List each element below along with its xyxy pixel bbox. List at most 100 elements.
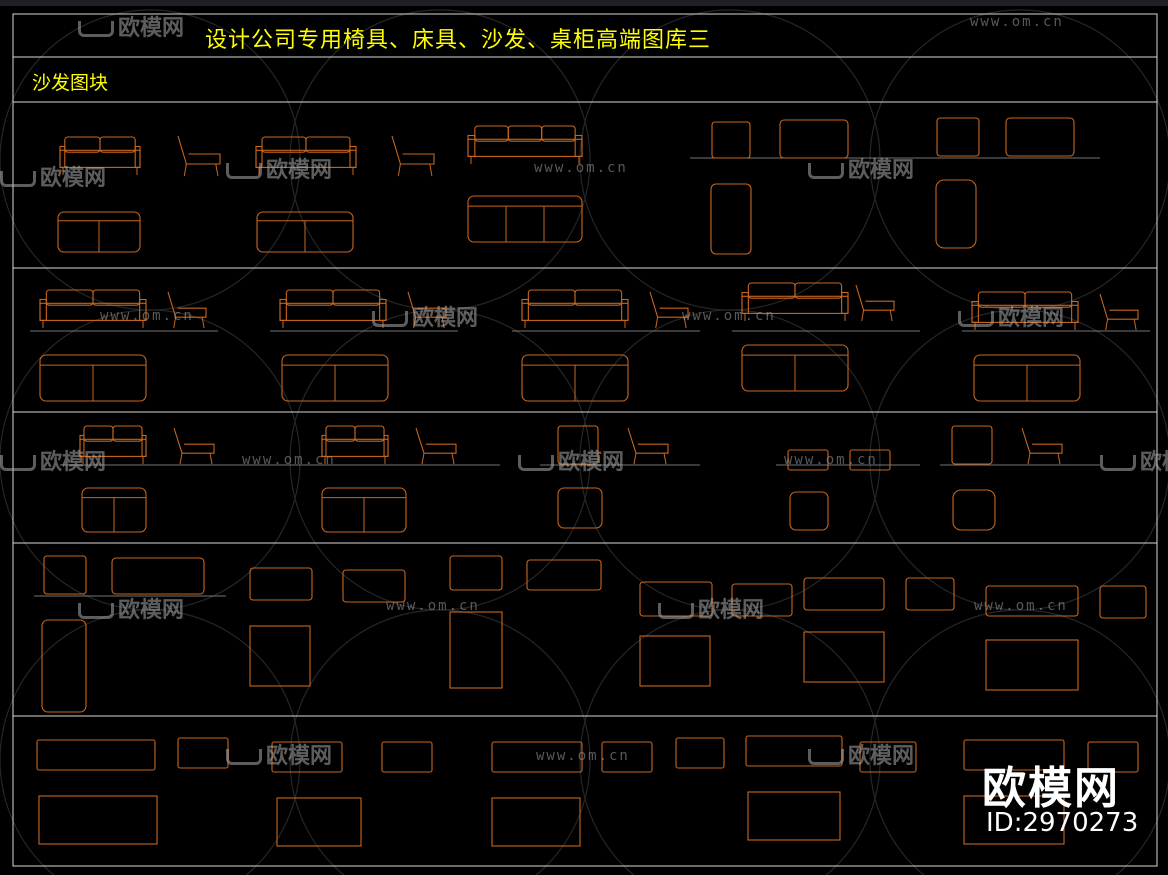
chair-leg (429, 163, 433, 177)
block-outline (747, 791, 841, 841)
chair-profile (407, 291, 447, 329)
chair-leg (889, 310, 893, 322)
block-outline (963, 795, 1065, 845)
sofa-cushion (112, 425, 143, 442)
watermark-sofa-icon (808, 749, 844, 765)
block-outline (985, 585, 1079, 617)
chair-leg (209, 453, 213, 465)
sofa-cushion (99, 136, 136, 153)
chair-leg (413, 317, 417, 329)
block-outline (711, 121, 751, 159)
watermark-url: www.om.cn (784, 452, 878, 468)
chair-outline (177, 135, 221, 165)
chair-profile (1099, 293, 1139, 331)
sofa-arm (467, 134, 476, 157)
block-outline (557, 425, 599, 465)
sofa-arm (321, 434, 327, 457)
sofa-blocks (30, 117, 1150, 847)
chair-leg (183, 163, 187, 177)
watermark-url: www.om.cn (386, 598, 480, 614)
watermark-sofa-icon (518, 455, 554, 471)
plan-outline (467, 195, 583, 243)
sofa-body (521, 302, 629, 321)
chair-profile (649, 291, 689, 329)
block-outline (557, 487, 603, 529)
chair-leg (633, 453, 637, 465)
sofa-elevation (321, 425, 389, 464)
sofa-plan (81, 487, 147, 533)
chair-profile (391, 135, 435, 177)
chair-leg (663, 453, 667, 465)
chair-leg (173, 317, 177, 329)
sofa-cushion (1024, 291, 1073, 308)
sofa-body (467, 138, 583, 157)
sofa-arm (79, 434, 85, 457)
watermark-logo: 欧模网 (372, 300, 478, 332)
sofa-elevation (741, 282, 849, 321)
sofa-elevation (39, 289, 147, 328)
block-outline (249, 567, 313, 601)
watermark-sofa-icon (0, 171, 36, 187)
watermark-sofa-icon (78, 603, 114, 619)
watermark-circle (579, 609, 881, 875)
watermark-circle (869, 9, 1168, 311)
chair-outline (855, 284, 895, 311)
sofa-arm (134, 145, 141, 168)
drawing-title: 设计公司专用椅具、床具、沙发、桌柜高端图库三 (205, 28, 712, 53)
watermark-sofa-icon (958, 311, 994, 327)
block-outline (342, 569, 406, 603)
frame-border (12, 13, 1158, 867)
chair-leg (397, 163, 401, 177)
watermark-sofa-icon (808, 163, 844, 179)
sofa-elevation (971, 291, 1079, 330)
sofa-arm (59, 145, 66, 168)
drawing-frame (12, 13, 1158, 867)
sofa-cushion (354, 425, 385, 442)
watermark-logo: 欧模网 (808, 152, 914, 184)
block-outline (41, 619, 87, 713)
chair-outline (1099, 293, 1139, 320)
sofa-elevation (59, 136, 141, 175)
chair-outline (627, 427, 669, 454)
watermark-sofa-icon (0, 455, 36, 471)
watermark-logo: 欧模网 (808, 738, 914, 770)
block-outline (36, 739, 156, 771)
watermark-logo: 欧模网 (226, 152, 332, 184)
sofa-plan (256, 211, 354, 253)
block-outline (449, 611, 503, 689)
chair-leg (451, 453, 455, 465)
sofa-plan (741, 344, 849, 392)
watermark-sofa-icon (1100, 455, 1136, 471)
chair-leg (441, 317, 445, 329)
block-outline (803, 577, 885, 611)
watermark-sofa-icon (226, 749, 262, 765)
block-outline (985, 639, 1079, 691)
block-outline (381, 741, 433, 773)
block-outline (779, 119, 849, 159)
watermark-url: www.om.cn (682, 308, 776, 324)
brand-logo: 欧模网 (982, 763, 1120, 814)
sofa-plan (39, 354, 147, 402)
sofa-cushion (574, 289, 623, 306)
chair-outline (1021, 427, 1063, 454)
watermark-sofa-icon (78, 21, 114, 37)
block-outline (526, 559, 602, 591)
chair-leg (1105, 319, 1109, 331)
block-outline (601, 741, 653, 773)
block-outline (710, 183, 752, 255)
block-outline (936, 117, 980, 157)
sofa-plan (281, 354, 389, 402)
top-border-strip (0, 0, 1168, 6)
watermark-sofa-icon (372, 311, 408, 327)
chair-leg (1027, 453, 1031, 465)
block-outline (1099, 585, 1147, 619)
watermark-url: www.om.cn (974, 598, 1068, 614)
block-outline (935, 179, 977, 249)
chair-outline (391, 135, 435, 165)
watermark-logo: 欧模网 (78, 592, 184, 624)
sofa-body (279, 302, 387, 321)
sofa-arm (279, 298, 287, 321)
watermark-sofa-icon (226, 163, 262, 179)
watermark-logo: 欧模网 (518, 444, 624, 476)
